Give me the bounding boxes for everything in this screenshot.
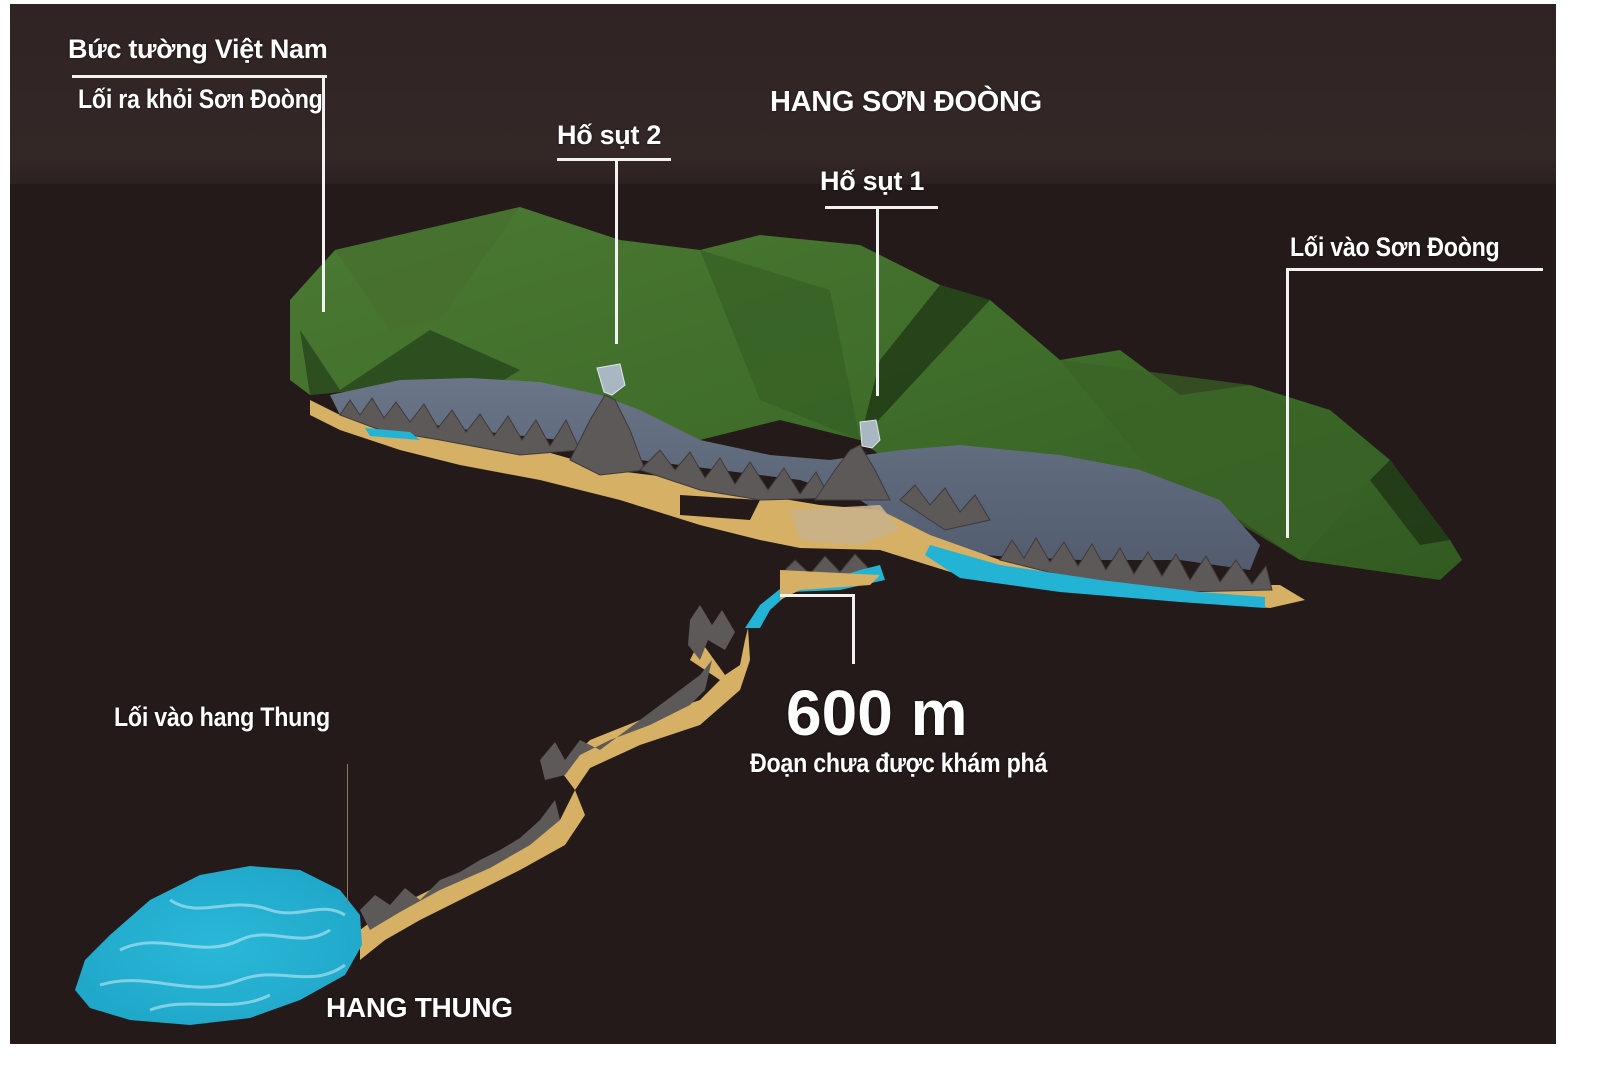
label-vietnam-wall: Bức tường Việt Nam xyxy=(68,34,328,64)
infographic-frame: HANG SƠN ĐOÒNG Bức tường Việt Nam Lối ra… xyxy=(10,4,1556,1044)
leader-line-doline-2-vertical xyxy=(615,158,618,344)
leader-line-doline-1-horizontal xyxy=(825,206,938,209)
doline-markers xyxy=(596,363,881,449)
label-hang-thung: HANG THUNG xyxy=(326,992,513,1023)
leader-line-entrance-horizontal xyxy=(1286,268,1543,271)
leader-line-entrance-vertical xyxy=(1286,268,1289,538)
label-exit-son-doong: Lối ra khỏi Sơn Đoòng xyxy=(78,84,323,114)
leader-line-doline-1-vertical xyxy=(876,206,879,396)
leader-line-doline-2-horizontal xyxy=(557,158,671,161)
leader-line-hang-thung xyxy=(347,764,348,904)
leader-line-exit-vertical xyxy=(322,75,325,312)
leader-line-600m-horizontal xyxy=(780,594,855,597)
leader-line-600m-vertical xyxy=(852,594,855,664)
cave-terrain-illustration xyxy=(75,207,1462,1025)
leader-line-exit-horizontal xyxy=(72,75,327,78)
distance-caption: Đoạn chưa được khám phá xyxy=(750,748,1048,778)
label-entrance-hang-thung: Lối vào hang Thung xyxy=(114,702,330,732)
cave-floor-sand xyxy=(310,400,1305,608)
distance-value: 600 m xyxy=(786,677,968,749)
sky-band xyxy=(10,4,1556,184)
label-doline-1: Hố sụt 1 xyxy=(820,166,925,196)
rock-formations xyxy=(339,394,1273,593)
label-doline-2: Hố sụt 2 xyxy=(557,120,662,150)
hang-thung-pool xyxy=(75,866,362,1025)
connecting-passage xyxy=(360,570,880,960)
diagram-title: HANG SƠN ĐOÒNG xyxy=(770,86,1042,118)
label-entrance-son-doong: Lối vào Sơn Đoòng xyxy=(1290,232,1500,262)
